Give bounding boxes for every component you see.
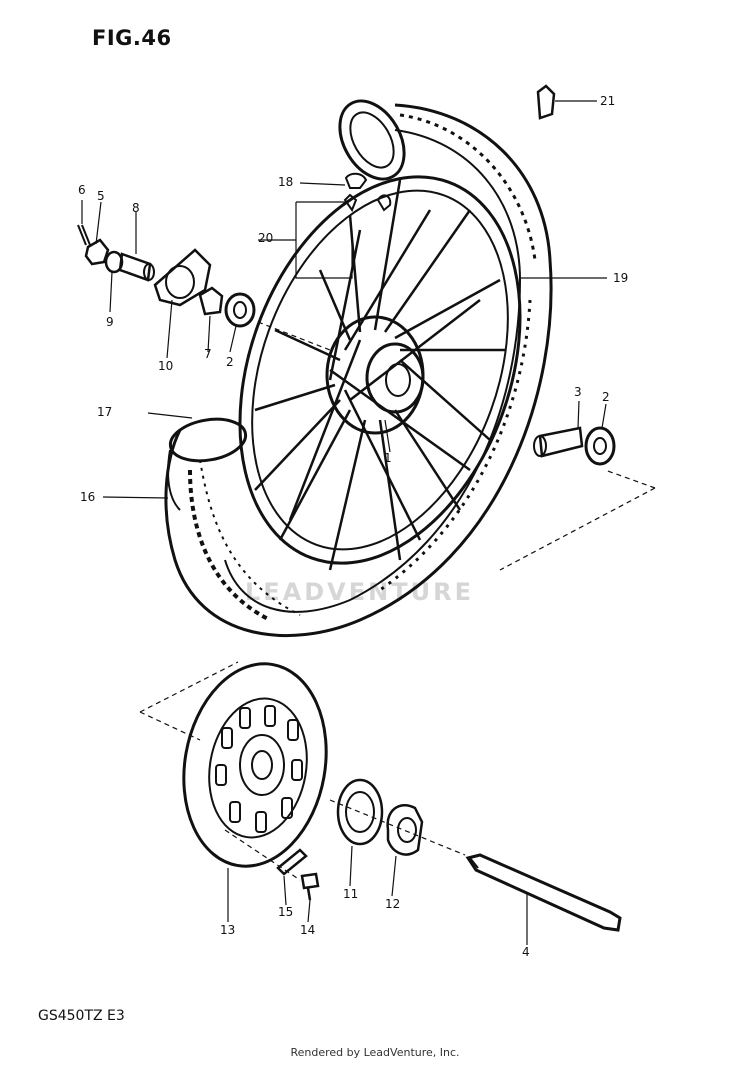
assembly-lines — [139, 321, 656, 881]
rim-inner — [251, 189, 509, 551]
callout-15: 15 — [278, 905, 294, 919]
valve-nut — [344, 172, 368, 189]
valve-cap — [343, 193, 358, 213]
callout-12: 12 — [385, 897, 401, 911]
lock-washer — [276, 848, 308, 876]
callout-10: 10 — [158, 359, 174, 373]
valve-cap-21 — [536, 84, 556, 120]
callout-5: 5 — [97, 189, 105, 203]
brake-disc — [182, 662, 328, 868]
spacer-right — [538, 426, 584, 458]
callout-1: 1 — [384, 451, 392, 465]
front-axle — [465, 853, 622, 932]
model-code: GS450TZ E3 — [38, 1008, 125, 1024]
figure-title: FIG.46 — [92, 26, 172, 50]
spokes — [254, 179, 505, 571]
leader-lines — [81, 100, 607, 945]
callout-21: 21 — [600, 94, 616, 108]
tire-section-left — [168, 417, 248, 463]
cotter-pin — [77, 224, 91, 246]
callout-20: 20 — [258, 231, 274, 245]
callout-19: 19 — [613, 271, 629, 285]
callout-2: 2 — [602, 390, 610, 404]
callout-17: 17 — [97, 405, 113, 419]
disc-bolt — [300, 872, 320, 901]
callout-13: 13 — [220, 923, 236, 937]
axle-nut — [84, 238, 110, 266]
callout-11: 11 — [343, 887, 359, 901]
tire-outline — [164, 103, 553, 637]
disc-slots — [215, 705, 303, 833]
callout-2: 2 — [226, 355, 234, 369]
bearing-left — [224, 292, 256, 328]
watermark: LEADVENTURE — [245, 578, 474, 606]
bearing-right — [584, 426, 616, 466]
callout-6: 6 — [78, 183, 86, 197]
footer-credit: Rendered by LeadVenture, Inc. — [290, 1046, 460, 1059]
callout-16: 16 — [80, 490, 96, 504]
brake-panel — [153, 248, 212, 307]
rim-outer — [238, 175, 522, 565]
speedometer-gearbox — [386, 804, 424, 856]
oil-seal-spacer — [198, 286, 224, 316]
callout-8: 8 — [132, 201, 140, 215]
callout-9: 9 — [106, 315, 114, 329]
callout-4: 4 — [522, 945, 530, 959]
callout-7: 7 — [204, 347, 212, 361]
tire-section-top — [338, 99, 406, 181]
gear-retainer — [336, 778, 384, 846]
callout-18: 18 — [278, 175, 294, 189]
callout-14: 14 — [300, 923, 316, 937]
callout-3: 3 — [574, 385, 582, 399]
